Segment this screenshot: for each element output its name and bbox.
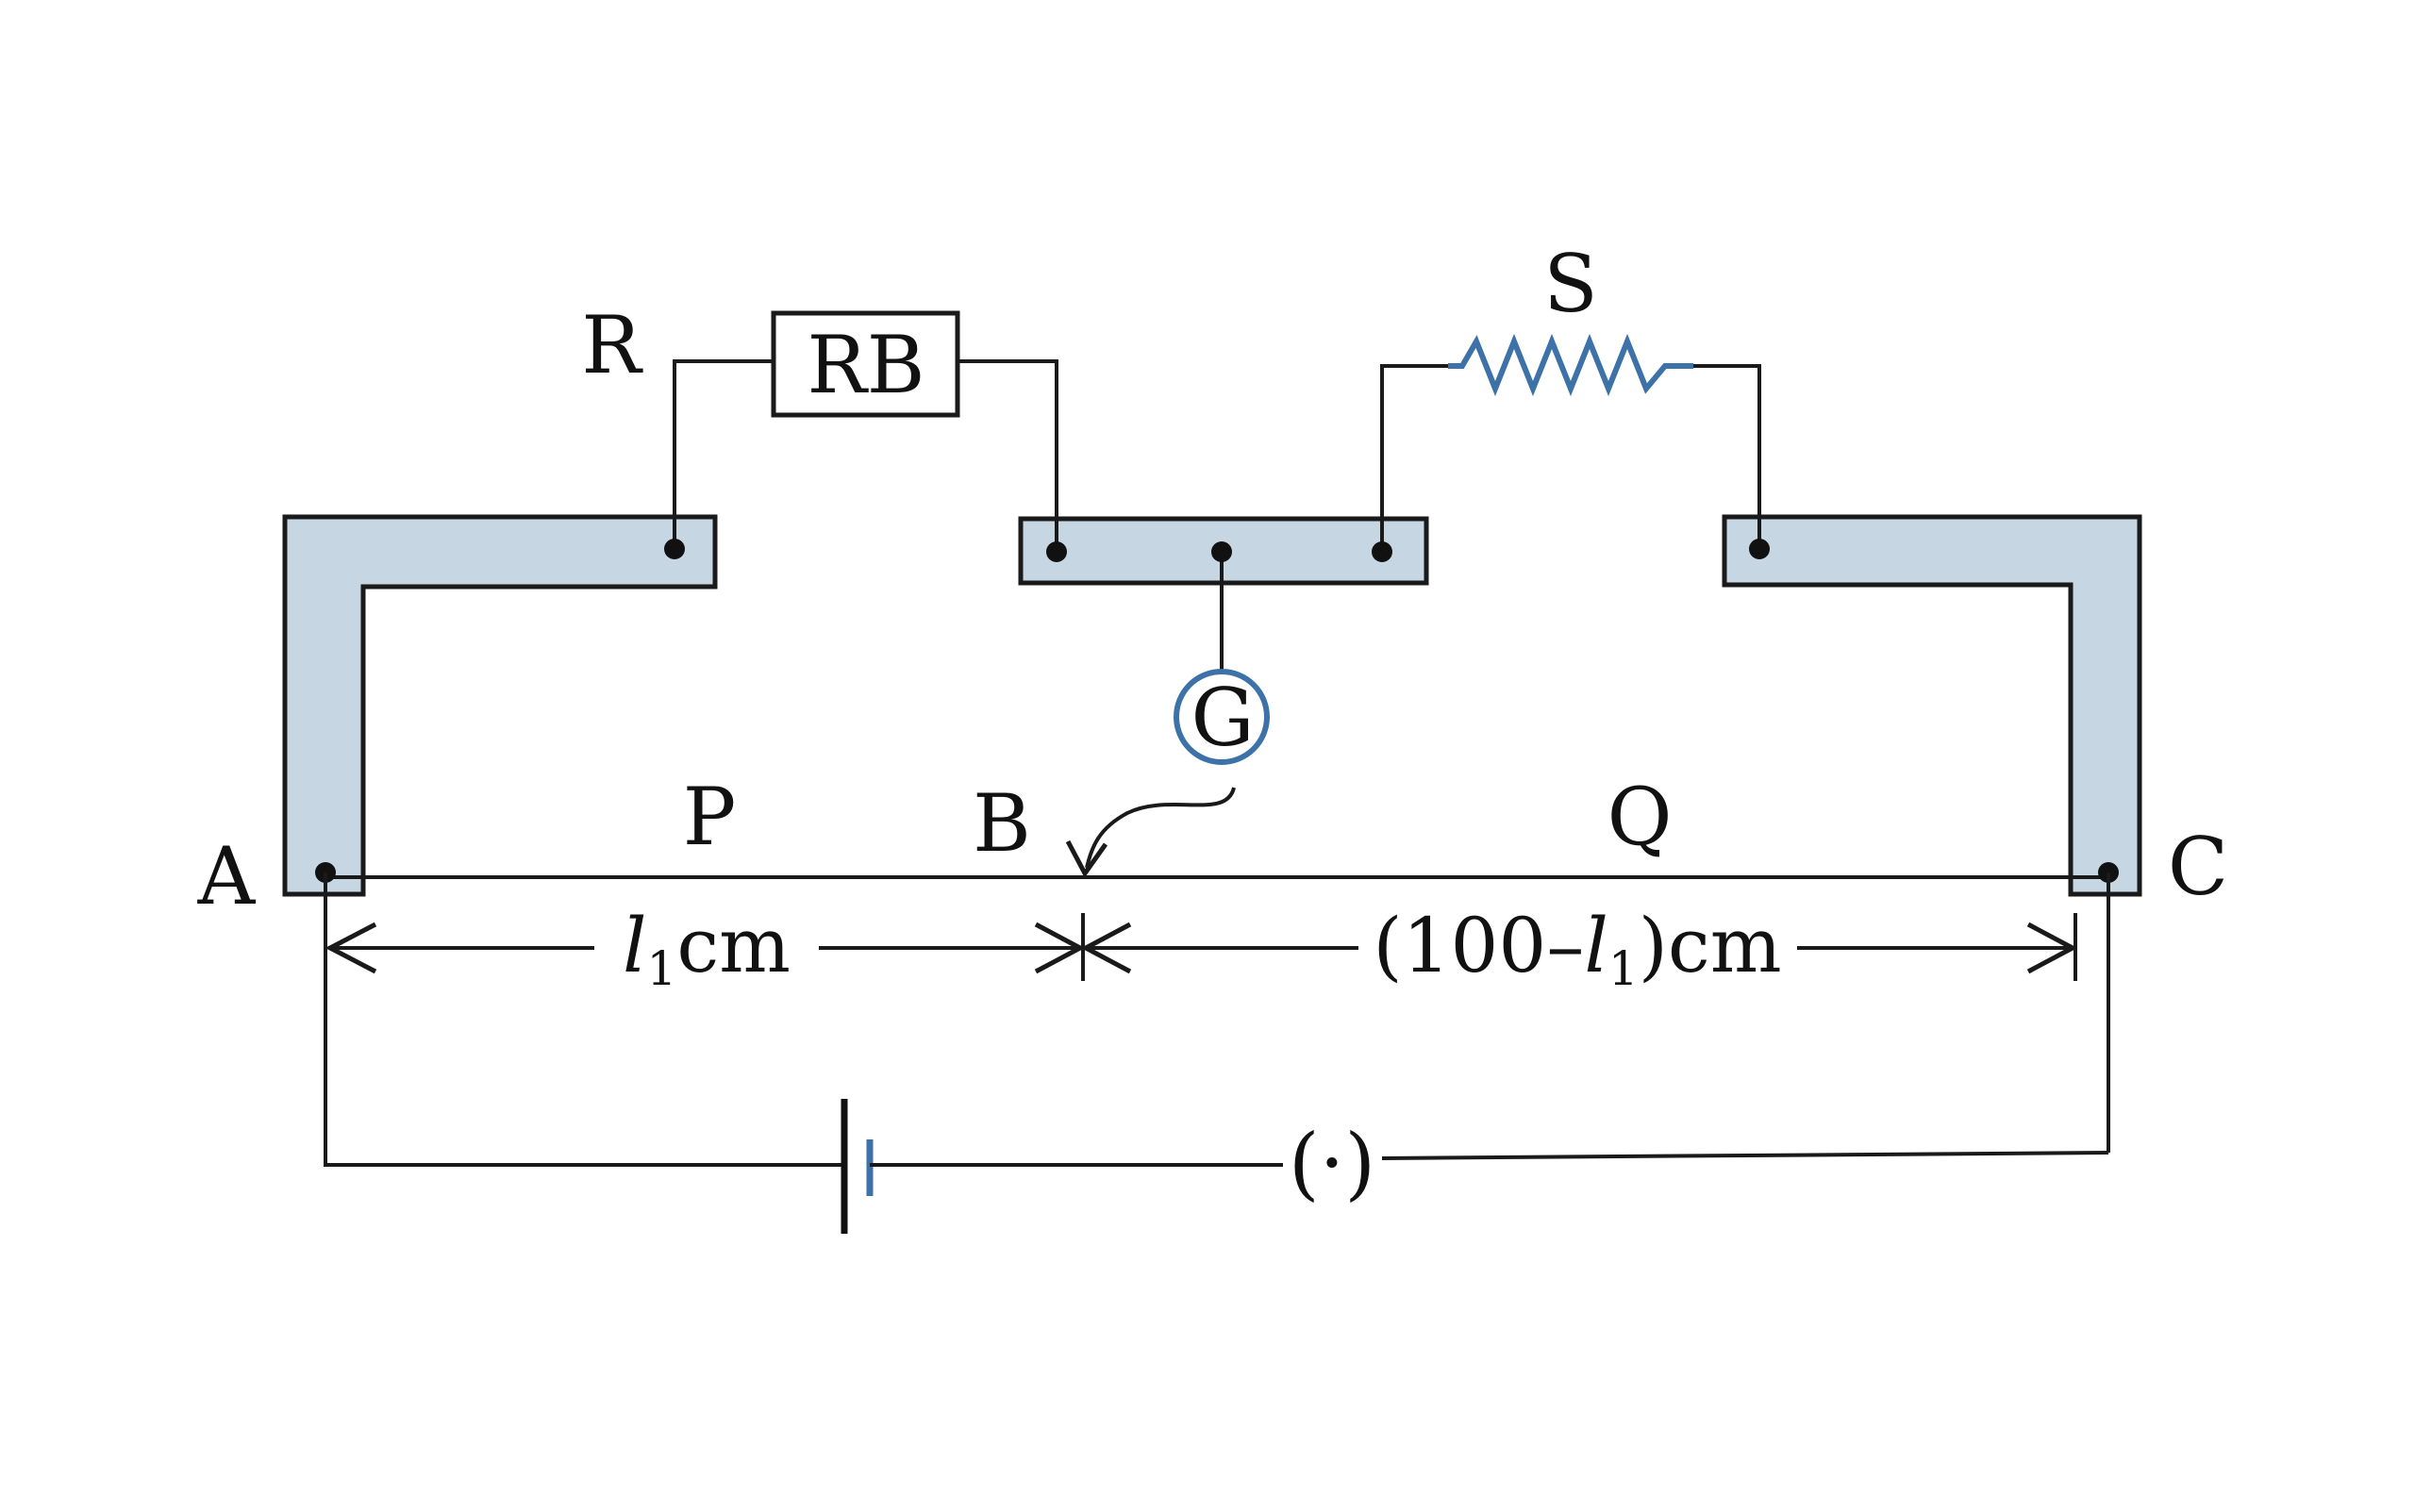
resistor-s-zigzag xyxy=(1448,333,1693,397)
length-left-l: l xyxy=(623,902,647,989)
wire-from-resistor-s-right xyxy=(1693,364,1761,549)
label-c: C xyxy=(2168,821,2228,913)
terminal-dot xyxy=(1372,541,1392,562)
arrowhead-icon xyxy=(1080,922,1132,974)
length-right-prefix: (100– xyxy=(1373,902,1584,989)
length-label-left: l1cm xyxy=(623,902,791,996)
wire-to-resistance-box-left xyxy=(673,359,774,549)
label-a: A xyxy=(197,830,257,922)
resistance-box xyxy=(771,310,960,418)
length-left-sub: 1 xyxy=(647,941,677,996)
label-r: R xyxy=(581,299,643,391)
length-right-suffix: )cm xyxy=(1639,902,1782,989)
wire-to-resistor-s-left xyxy=(1380,364,1448,552)
label-g: G xyxy=(1191,672,1254,764)
key-symbol: (·) xyxy=(1289,1117,1375,1209)
length-left-unit: cm xyxy=(676,902,791,989)
label-q: Q xyxy=(1607,771,1673,863)
jockey-lead xyxy=(1085,787,1236,869)
length-right-l: l xyxy=(1584,902,1608,989)
terminal-dot xyxy=(1749,539,1770,559)
battery-wire-right xyxy=(1381,1151,2109,1160)
jockey-arrowhead-icon xyxy=(1065,839,1108,878)
label-rb: RB xyxy=(808,319,925,411)
arrowhead-icon xyxy=(2026,922,2078,974)
length-label-right: (100–l1)cm xyxy=(1373,902,1781,996)
label-p: P xyxy=(683,771,737,863)
terminal-dot xyxy=(1046,541,1067,562)
label-s: S xyxy=(1543,238,1598,330)
galvanometer xyxy=(1174,669,1270,765)
right-l-strip xyxy=(1722,514,2142,897)
terminal-dot xyxy=(1211,541,1232,562)
battery-wire-left xyxy=(324,872,844,1167)
wire-from-resistance-box-right xyxy=(958,359,1058,552)
left-l-strip xyxy=(282,514,718,897)
length-right-sub: 1 xyxy=(1608,941,1639,996)
arrowhead-icon xyxy=(325,922,377,974)
terminal-dot xyxy=(664,539,685,559)
arrowhead-icon xyxy=(1034,922,1086,974)
label-b: B xyxy=(973,777,1031,870)
